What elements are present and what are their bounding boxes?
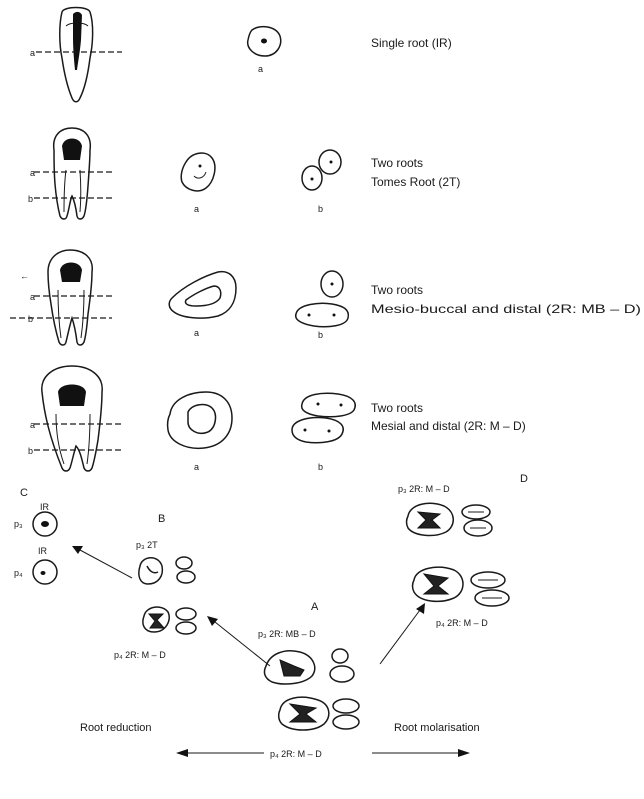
row-mesiobuccal-distal: ← a b a b Two roots Mesio-buccal and dis… <box>10 249 641 346</box>
cut-label-a: a <box>30 48 35 58</box>
scheme-group-a: A p₃ 2R: MB – D p₄ 2R: M – D <box>258 601 360 759</box>
scheme-c-ir-1: IR <box>40 502 50 512</box>
scheme-group-d: D p₃ 2R: M – D p₄ 2R: M – D <box>398 473 528 628</box>
caption-single-root: Single root (IR) <box>371 36 452 50</box>
cut-label-a: a <box>30 168 35 178</box>
root-reduction-label: Root reduction <box>80 722 152 734</box>
cut-label-b: b <box>28 194 33 204</box>
scheme-b-p3: p₃ 2T <box>136 540 158 550</box>
tooth-mesial-distal: a b <box>28 365 122 472</box>
cross-section-a: a <box>180 152 216 214</box>
row-marker: ← <box>20 271 29 281</box>
scheme-d-p4: p₄ 2R: M – D <box>436 618 488 628</box>
section-label-a: a <box>194 462 199 472</box>
section-label-a: a <box>194 328 199 338</box>
cross-section-b: b <box>291 392 356 472</box>
row-mesial-distal: a b a b Two roots Mesial and distal (2R:… <box>28 365 526 472</box>
scheme-d-p3: p₃ 2R: M – D <box>398 484 450 494</box>
cross-section-b: b <box>294 270 350 340</box>
section-label-a: a <box>258 64 263 74</box>
row-tomes-root: a b a b Two roots Tomes Root (2T) <box>28 127 460 220</box>
scheme-group-c: C IR p₃ IR p₄ <box>14 487 58 585</box>
caption-m-d: Mesial and distal (2R: M – D) <box>371 419 526 433</box>
cut-label-a: a <box>30 420 35 430</box>
scheme-arrows <box>72 546 470 757</box>
section-label-a: a <box>194 204 199 214</box>
section-label-b: b <box>318 330 323 340</box>
cut-label-a: a <box>30 292 35 302</box>
tooth-tomes-root: a b <box>28 127 112 220</box>
tooth-single-root: a <box>30 6 122 103</box>
scheme-letter-b: B <box>158 513 165 525</box>
cross-section-a: a <box>166 391 233 472</box>
cross-section-a: a <box>246 25 282 74</box>
section-label-b: b <box>318 462 323 472</box>
scheme-b-p4: p₄ 2R: M – D <box>114 650 166 660</box>
scheme-c-ir-2: IR <box>38 546 48 556</box>
cross-section-b: b <box>301 149 342 214</box>
scheme-a-p4: p₄ 2R: M – D <box>270 749 322 759</box>
scheme-letter-a: A <box>311 601 319 613</box>
caption-two-roots: Two roots <box>371 156 423 170</box>
scheme-c-p4: p₄ <box>14 568 23 578</box>
caption-mb-d: Mesio-buccal and distal (2R: MB – D) <box>371 302 641 316</box>
tooth-mesiobuccal-distal: ← a b <box>10 249 112 346</box>
scheme-c-p3: p₃ <box>14 519 23 529</box>
scheme-letter-d: D <box>520 473 528 485</box>
cut-label-b: b <box>28 446 33 456</box>
cut-label-b: b <box>28 314 33 324</box>
cross-section-a: a <box>168 270 237 338</box>
scheme-a-p3: p₃ 2R: MB – D <box>258 629 316 639</box>
row-single-root: a a Single root (IR) <box>30 6 452 103</box>
section-label-b: b <box>318 204 323 214</box>
root-molarisation-label: Root molarisation <box>394 722 480 734</box>
caption-two-roots: Two roots <box>371 283 423 297</box>
caption-tomes-root: Tomes Root (2T) <box>371 175 460 189</box>
scheme-group-b: B p₃ 2T p₄ 2R: M – D <box>114 513 197 660</box>
caption-two-roots: Two roots <box>371 401 423 415</box>
scheme-letter-c: C <box>20 487 28 499</box>
